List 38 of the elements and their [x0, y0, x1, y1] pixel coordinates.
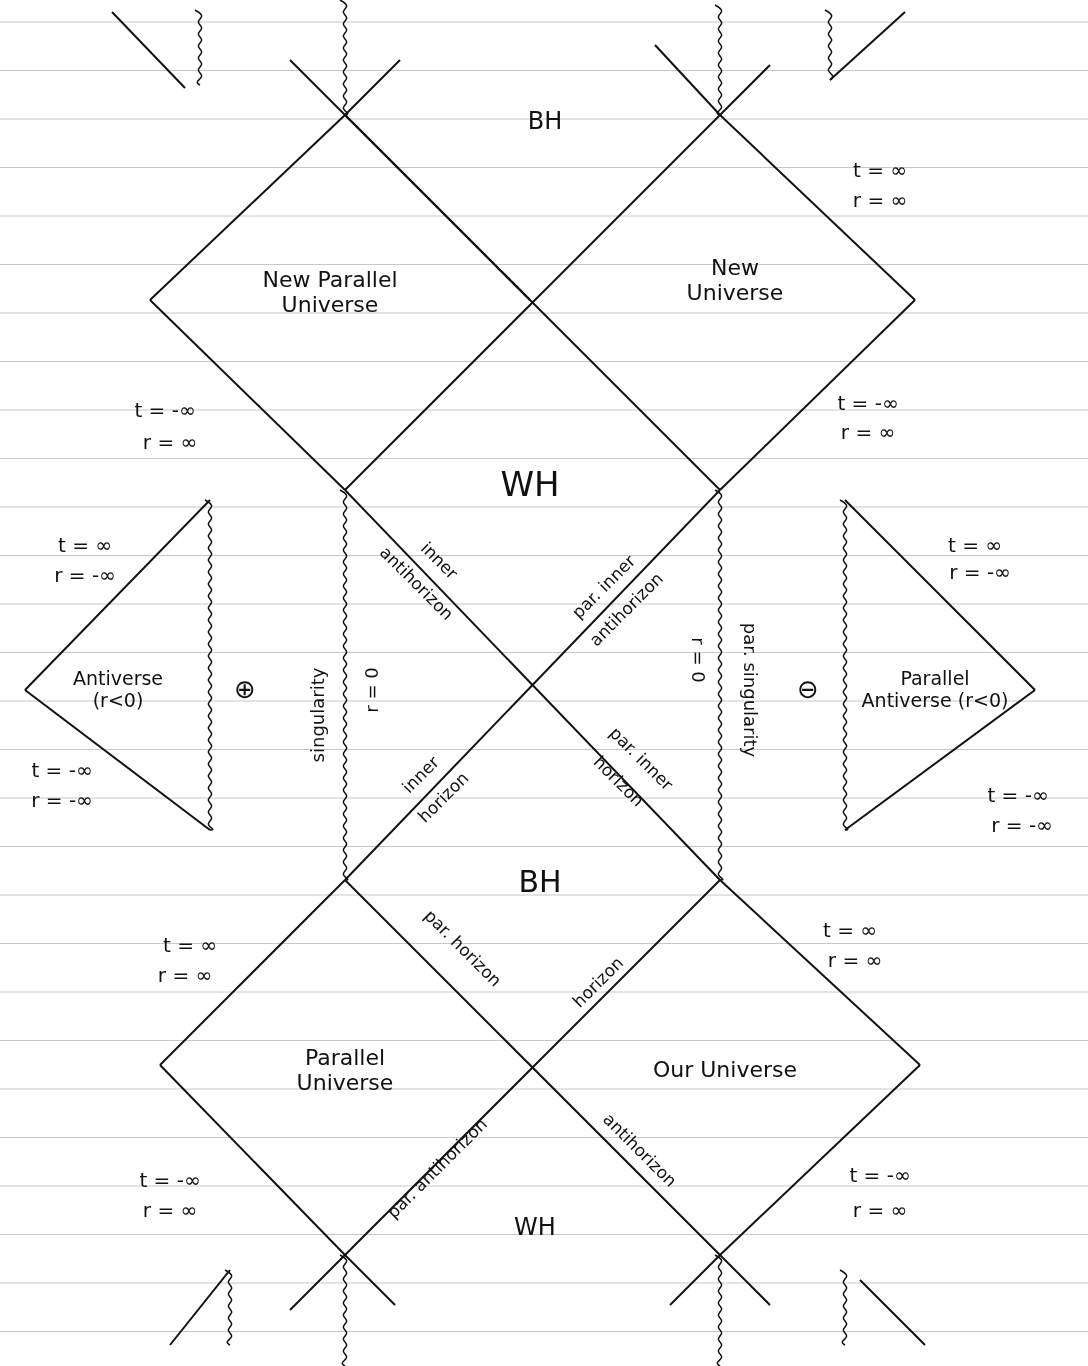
region-label: WH	[514, 1214, 556, 1242]
singularity-label: singularity	[305, 667, 329, 763]
region-label: Antiverse (r<0)	[71, 668, 165, 712]
region-label: Our Universe	[651, 1057, 799, 1083]
coordinate-label: t = -∞	[849, 1163, 911, 1187]
coordinate-label: r = ∞	[157, 963, 213, 987]
coordinate-label: r = 0	[687, 637, 711, 683]
coordinate-label: r = -∞	[31, 788, 93, 812]
coordinate-label: t = ∞	[948, 533, 1002, 557]
coordinate-label: r = -∞	[949, 560, 1011, 584]
singularity-label: par. singularity	[739, 622, 763, 758]
coordinate-label: r = -∞	[54, 563, 116, 587]
coordinate-label: t = -∞	[31, 758, 93, 782]
coordinate-label: t = ∞	[58, 533, 112, 557]
coordinate-label: r = ∞	[840, 420, 896, 444]
region-label: BH	[518, 864, 562, 900]
region-label: New Universe	[685, 254, 785, 306]
region-label: BH	[527, 108, 563, 136]
coordinate-label: r = 0	[359, 667, 383, 713]
coordinate-label: t = ∞	[823, 918, 877, 942]
charge-sign: ⊕	[234, 675, 256, 705]
coordinate-label: r = ∞	[142, 430, 198, 454]
coordinate-label: r = ∞	[827, 948, 883, 972]
coordinate-label: r = ∞	[852, 188, 908, 212]
region-label: New Parallel Universe	[261, 266, 399, 318]
coordinate-label: r = ∞	[142, 1198, 198, 1222]
region-label: WH	[500, 465, 560, 505]
region-label: Parallel Antiverse (r<0)	[860, 668, 1010, 712]
coordinate-label: t = -∞	[134, 398, 196, 422]
charge-sign: ⊖	[797, 675, 819, 705]
coordinate-label: r = -∞	[991, 813, 1053, 837]
coordinate-label: r = ∞	[852, 1198, 908, 1222]
coordinate-label: t = ∞	[163, 933, 217, 957]
coordinate-label: t = -∞	[837, 391, 899, 415]
coordinate-label: t = ∞	[853, 158, 907, 182]
region-label: Parallel Universe	[295, 1044, 395, 1096]
coordinate-label: t = -∞	[139, 1168, 201, 1192]
coordinate-label: t = -∞	[987, 783, 1049, 807]
